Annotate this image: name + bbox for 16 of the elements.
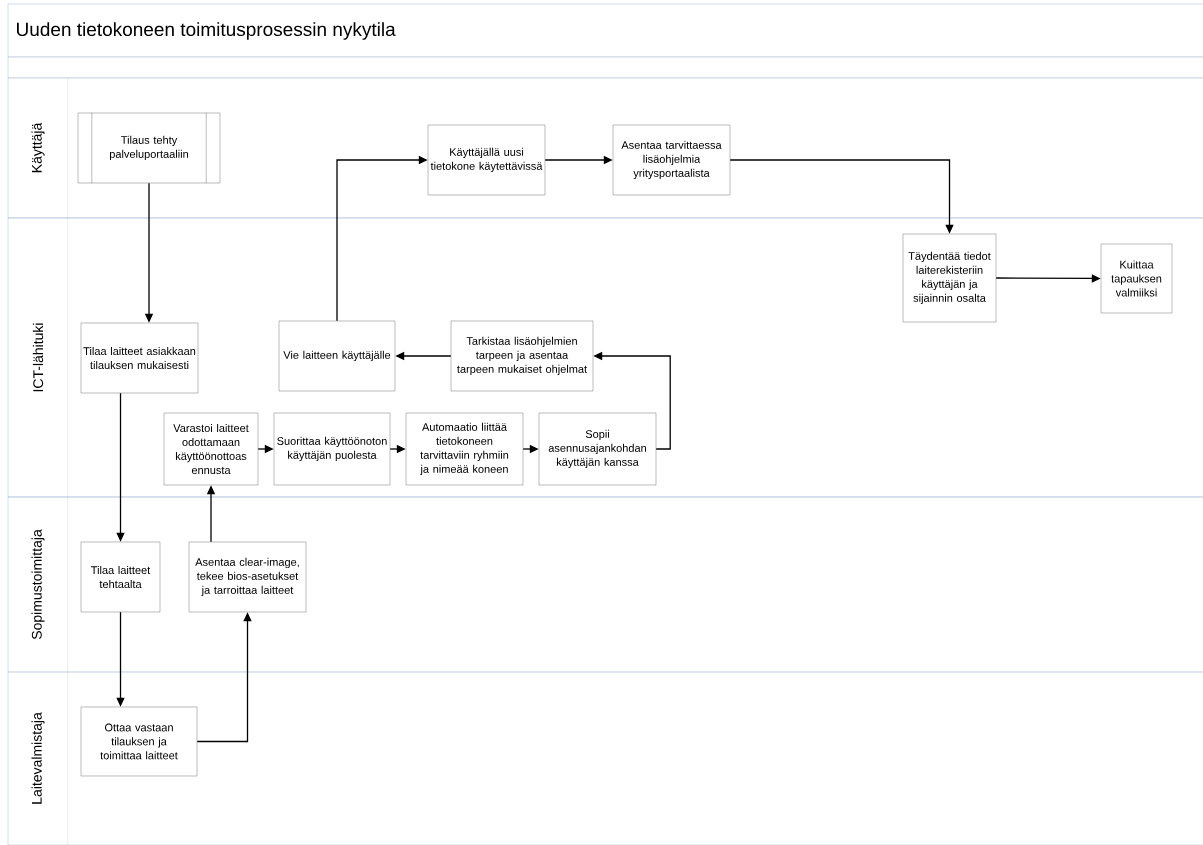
process-box: Täydentää tiedot laiterekisteriin käyttäjän ja sijainnin osalta <box>902 233 997 323</box>
process-box: Vie laitteen käyttäjälle <box>278 320 396 392</box>
process-box: Asentaa tarvittaessa lisäohjelmia yritysportaalista <box>612 124 731 196</box>
process-box: Ottaa vastaan tilauksen ja toimittaa laitteet <box>80 706 198 777</box>
process-box: Asentaa clear-image, tekee bios-asetukset ja tarroittaa laitteet <box>188 541 307 613</box>
process-box: Suorittaa käyttöönoton käyttäjän puolesta <box>273 412 391 486</box>
process-box: Sopii asennusajankohdan käyttäjän kanssa <box>538 412 657 486</box>
process-box: Tilaa laitteet asiakkaan tilauksen mukaisesti <box>80 322 199 394</box>
process-box: Automaatio liittää tietokoneen tarvittaviin ryhmiin ja nimeää koneen <box>405 412 524 486</box>
process-box: Kuittaa tapauksen valmiiksi <box>1100 243 1173 314</box>
diagram-title: Uuden tietokoneen toimitusprosessin nykytila <box>17 22 396 40</box>
subprocess-box: Tilaus tehty palveluportaaliin <box>77 112 221 184</box>
process-box: Varastoi laitteet odottamaan käyttöönottoas ennusta <box>163 412 259 486</box>
process-box: Tarkistaa lisäohjelmien tarpeen ja asentaa tarpeen mukaiset ohjelmat <box>450 320 594 392</box>
process-box: Käyttäjällä uusi tietokone käytettävissä <box>427 124 546 196</box>
process-box: Tilaa laitteet tehtaalta <box>80 541 161 613</box>
